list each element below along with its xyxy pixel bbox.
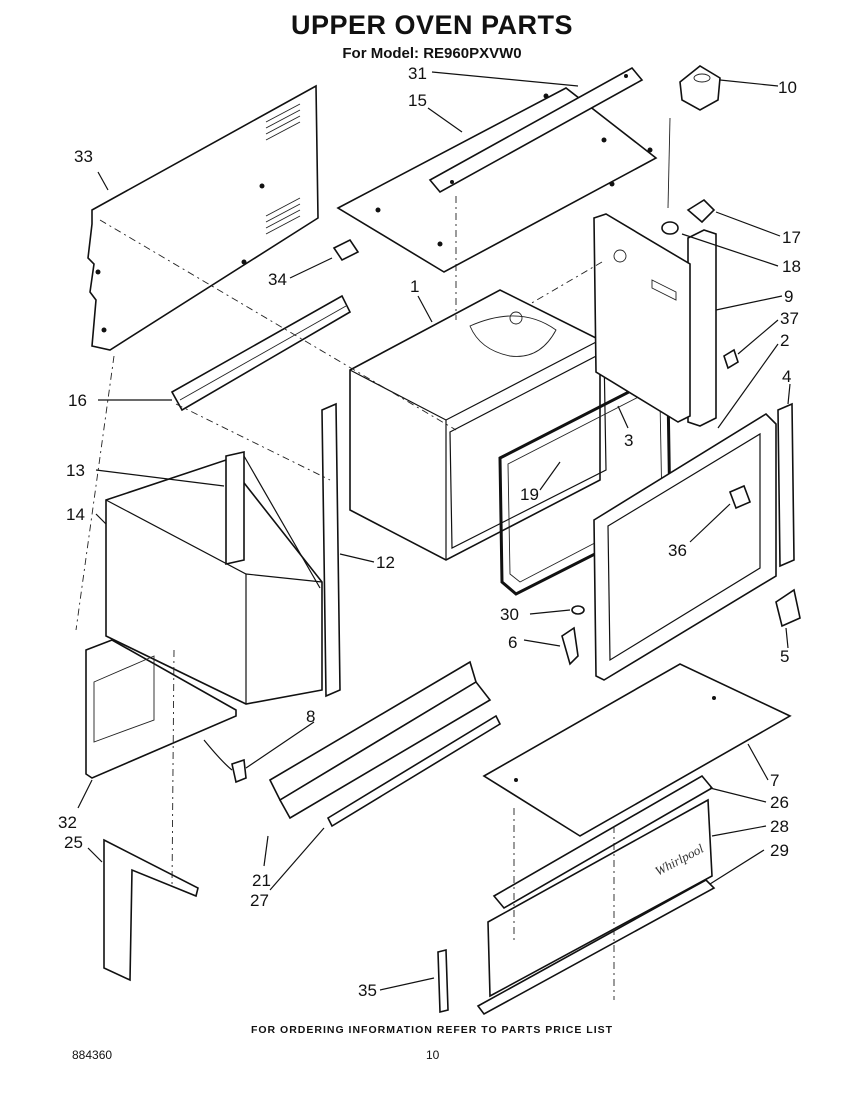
callout-16: 16 (68, 391, 87, 410)
part-36-switch[interactable] (728, 484, 752, 510)
part-34-plug[interactable] (332, 238, 360, 262)
callout-12: 12 (376, 553, 395, 572)
part-7-bottom-panel[interactable] (482, 663, 792, 837)
callout-31: 31 (408, 64, 427, 83)
part-18-lamp-bulb[interactable] (661, 221, 679, 235)
callout-37: 37 (780, 309, 799, 328)
callout-10: 10 (778, 78, 797, 97)
callout-28: 28 (770, 817, 789, 836)
callout-1: 1 (410, 277, 419, 296)
callout-17: 17 (782, 228, 801, 247)
part-31-vent-strip[interactable] (428, 66, 644, 194)
callout-3: 3 (624, 431, 633, 450)
part-1-oven-cavity[interactable] (349, 289, 607, 561)
ordering-note: FOR ORDERING INFORMATION REFER TO PARTS … (250, 1024, 614, 1036)
callout-18: 18 (782, 257, 801, 276)
callout-19: 19 (520, 485, 539, 504)
part-15-top-panel[interactable] (336, 87, 658, 273)
part-2-door-frame[interactable] (593, 412, 777, 681)
part-28-door-glass[interactable]: Whirlpool (487, 798, 713, 998)
callout-9: 9 (784, 287, 793, 306)
callout-15: 15 (408, 91, 427, 110)
callout-5: 5 (780, 647, 789, 666)
part-17-lamp-socket[interactable] (686, 198, 716, 224)
callout-4: 4 (782, 367, 791, 386)
part-33-rear-panel[interactable] (87, 84, 319, 351)
model-label: For Model: RE960PXVW0 (342, 45, 522, 62)
part-35-strip[interactable] (437, 948, 449, 1014)
part-14-side-housing[interactable] (105, 459, 323, 705)
callout-7: 7 (770, 771, 779, 790)
part-4-door-strip[interactable] (777, 402, 795, 568)
callout-33: 33 (74, 147, 93, 166)
part-10-bracket[interactable] (667, 65, 721, 209)
part-29-bottom-trim[interactable] (476, 879, 716, 1016)
callout-34: 34 (268, 270, 287, 289)
part-27-rod[interactable] (326, 714, 502, 828)
part-8-wire-connector[interactable] (203, 739, 247, 784)
part-37-clip[interactable] (723, 348, 739, 370)
callout-27: 27 (250, 891, 269, 910)
callout-25: 25 (64, 833, 83, 852)
callout-21: 21 (252, 871, 271, 890)
part-25-trim[interactable] (103, 838, 199, 982)
callout-6: 6 (508, 633, 517, 652)
part-16-front-rail[interactable] (170, 294, 352, 412)
callout-13: 13 (66, 461, 85, 480)
part-21-lower-vent[interactable] (268, 660, 492, 820)
callout-32: 32 (58, 813, 77, 832)
page-number: 10 (426, 1048, 440, 1062)
document-number: 884360 (72, 1048, 113, 1062)
leader-lines (77, 71, 791, 991)
callout-8: 8 (306, 707, 315, 726)
part-6-hinge-bracket[interactable] (561, 626, 579, 666)
callout-35: 35 (358, 981, 377, 1000)
callout-2: 2 (780, 331, 789, 350)
callout-26: 26 (770, 793, 789, 812)
part-9-side-trim[interactable] (687, 229, 717, 427)
callout-29: 29 (770, 841, 789, 860)
part-30-nut[interactable] (571, 605, 585, 615)
callout-labels: 31 15 33 34 1 10 17 18 9 37 2 4 3 16 13 … (58, 64, 801, 1000)
page-title: UPPER OVEN PARTS (290, 10, 574, 40)
alignment-lines (75, 196, 615, 1000)
callout-30: 30 (500, 605, 519, 624)
part-5-hinge-receiver[interactable] (775, 588, 801, 628)
part-32-lower-side-panel[interactable] (85, 639, 237, 779)
part-12-side-rail[interactable] (321, 402, 341, 698)
callout-14: 14 (66, 505, 85, 524)
callout-36: 36 (668, 541, 687, 560)
part-13-support-bracket[interactable] (225, 451, 321, 589)
part-door-inner-panel[interactable] (593, 213, 691, 423)
